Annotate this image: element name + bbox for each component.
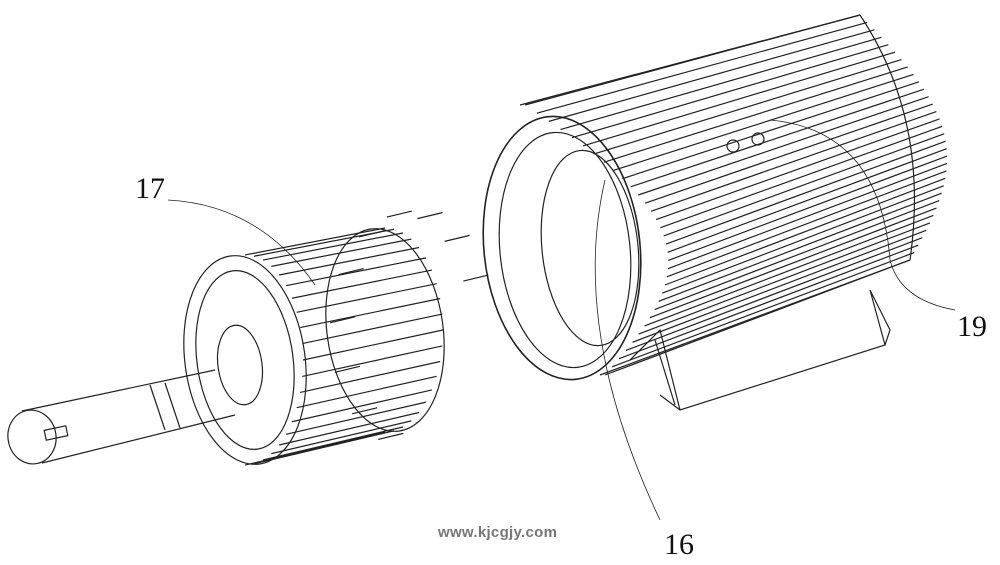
cooling-fin xyxy=(638,96,929,196)
cooling-fin xyxy=(644,103,933,204)
cooling-fin xyxy=(655,118,940,221)
cooling-fin xyxy=(536,21,868,114)
rotor-bar xyxy=(262,232,404,261)
watermark: www.kjcgjy.com xyxy=(438,524,558,541)
cooling-fin xyxy=(663,133,945,237)
rotor-bar xyxy=(244,227,386,256)
rotor-bar xyxy=(302,345,443,378)
rotor-bar xyxy=(262,426,404,461)
rotor-bar xyxy=(271,238,412,267)
rotor-bar xyxy=(285,257,427,287)
cooling-fin xyxy=(667,148,947,253)
cooling-fin xyxy=(613,73,914,172)
rotor-bar xyxy=(300,360,441,394)
label-housing: 19 xyxy=(957,310,987,343)
cooling-fin xyxy=(665,140,946,245)
cooling-fin xyxy=(571,44,889,139)
cooling-fin xyxy=(524,14,861,106)
fan-blade xyxy=(334,365,361,373)
cooling-fin xyxy=(618,244,919,360)
cooling-fin xyxy=(638,222,931,335)
cooling-fin xyxy=(668,155,948,262)
cooling-fin xyxy=(658,192,942,302)
cooling-fin xyxy=(664,177,946,286)
rotor-bar xyxy=(296,375,437,409)
cooling-fin xyxy=(667,162,948,270)
rotor-assembly xyxy=(7,210,489,466)
fan-blade xyxy=(378,432,404,440)
fan-blade xyxy=(329,316,356,324)
rotor-bar xyxy=(291,389,433,423)
fan-blade xyxy=(444,234,470,242)
rotor-bar xyxy=(296,283,437,313)
fan-blade xyxy=(463,274,489,282)
rotor-bar xyxy=(244,431,386,466)
cooling-fin xyxy=(625,237,923,352)
cooling-fin xyxy=(622,81,920,180)
rotor-bar xyxy=(253,430,395,465)
rotor-bar xyxy=(271,420,412,455)
cooling-fin xyxy=(632,229,927,343)
cooling-fin xyxy=(654,200,940,311)
rotor-bar xyxy=(302,313,443,345)
label-stator: 16 xyxy=(664,528,694,561)
cooling-fin xyxy=(662,185,944,294)
rotor-bar xyxy=(278,246,420,276)
cooling-fin xyxy=(560,36,882,131)
cooling-fin xyxy=(593,58,902,155)
cooling-fin xyxy=(630,88,925,188)
cooling-fin xyxy=(649,207,937,319)
fan-blade xyxy=(386,210,413,218)
fan-blade xyxy=(417,212,443,220)
cooling-fin xyxy=(660,125,943,229)
leader-lines xyxy=(167,119,956,521)
rotor-bar xyxy=(278,411,420,446)
rotor-bar xyxy=(253,228,395,257)
label-rotor: 17 xyxy=(135,172,165,205)
cooling-fin xyxy=(650,110,937,212)
motor-housing xyxy=(482,14,948,411)
rotor-bar xyxy=(291,269,433,299)
cooling-fin xyxy=(603,66,908,163)
rotor-core xyxy=(183,227,445,466)
cooling-fin xyxy=(582,51,896,147)
cooling-fin xyxy=(644,214,934,327)
cooling-fin xyxy=(666,170,947,278)
rotor-bar xyxy=(300,297,441,329)
cooling-fin xyxy=(611,252,915,368)
fan-blade xyxy=(338,268,364,276)
cooling-fin xyxy=(548,29,875,122)
cooling-fin xyxy=(604,259,911,376)
fan-blade xyxy=(351,407,378,415)
rotor-bar xyxy=(285,401,427,435)
rotor-bar xyxy=(302,329,444,361)
